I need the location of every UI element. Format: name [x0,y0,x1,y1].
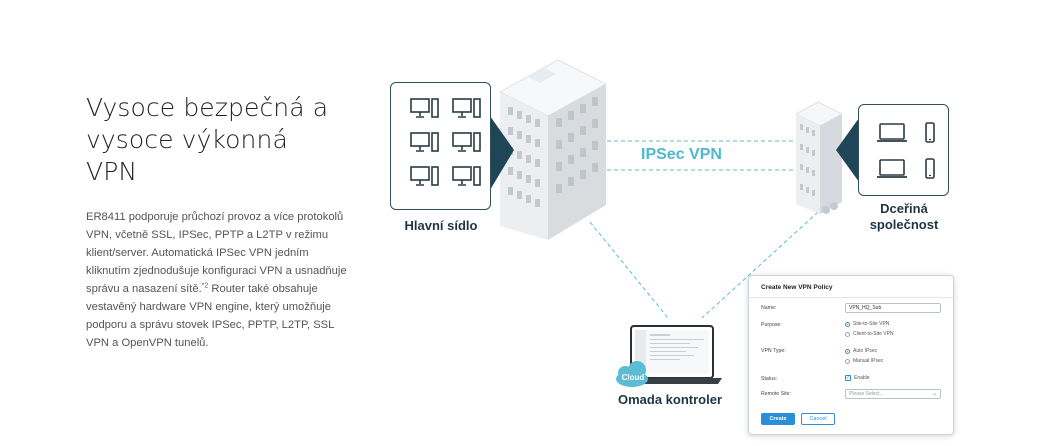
purpose-client-to-site-option[interactable]: Client-to-Site VPN [845,331,894,337]
dialog-divider [749,297,953,298]
ipsec-vpn-label: IPSec VPN [641,146,722,163]
cancel-button[interactable]: Cancel [801,413,835,425]
dialog-title: Create New VPN Policy [761,284,833,291]
branch-panel-pointer [836,118,859,182]
vpn-type-auto-option[interactable]: Auto IPsec [845,348,877,354]
radio-selected-icon [845,321,850,327]
vpn-type-manual-option[interactable]: Manual IPsec [845,358,883,364]
hq-to-controller-line [589,221,669,319]
purpose-site-to-site-option[interactable]: Site-to-Site VPN [845,321,889,327]
radio-icon [845,358,850,364]
branch-building-icon [794,101,844,214]
description: ER8411 podporuje průchozí provoz a více … [86,208,348,352]
hq-label: Hlavní sídlo [404,218,478,233]
laptop-icon [622,325,722,384]
description-part-2: Router také obsahuje vestavěný hardware … [86,283,334,349]
hq-panel-pointer [490,116,514,190]
laptop-icon [873,121,911,145]
vpn-connection-lines [589,140,819,319]
branch-devices-panel [858,104,949,196]
branch-to-controller-line [701,211,819,319]
cloud-label: Cloud [621,373,645,382]
status-label: Status: [761,376,778,382]
controller-label: Omada kontroler [617,392,723,407]
purpose-option-2-label: Client-to-Site VPN [853,331,894,337]
description-part-1: ER8411 podporuje průchozí provoz a více … [86,211,347,295]
branch-label-line-1: Dceřiná [880,201,928,216]
vpn-type-option-2-label: Manual IPsec [853,358,884,364]
headline: Vysoce bezpečná a vysoce výkonná VPN [86,93,329,186]
remote-site-label: Remote Site: [761,391,791,397]
hq-building-icon [498,59,608,240]
remote-site-select[interactable]: Please Select... ⌄ [845,389,941,399]
hq-devices-panel [390,82,491,210]
purpose-label: Purpose: [761,322,782,328]
phone-icon [917,157,943,181]
status-value: Enable [854,375,870,381]
branch-label: Dceřiná společnost [862,201,946,233]
laptop-icon [873,157,911,181]
status-enable-checkbox[interactable]: ✓Enable [845,375,870,381]
name-field[interactable]: VPN_HQ_Sub [845,303,941,313]
radio-icon [845,331,850,337]
name-label: Name: [761,305,777,311]
cloud-icon [616,361,648,387]
branch-label-line-2: společnost [869,217,939,232]
vpn-type-option-1-label: Auto IPsec [853,348,878,354]
desktop-icon [406,131,444,155]
desktop-icon [448,97,486,121]
purpose-option-1-label: Site-to-Site VPN [853,321,890,327]
desktop-icon [448,165,486,189]
create-button[interactable]: Create [761,413,795,425]
remote-site-placeholder: Please Select... [849,391,884,397]
checkmark-icon: ✓ [845,375,851,381]
desktop-icon [448,131,486,155]
vpn-type-label: VPN Type: [761,348,786,354]
desktop-icon [406,97,444,121]
radio-selected-icon [845,348,850,354]
chevron-down-icon: ⌄ [931,391,937,397]
footnote-ref: *2 [201,282,209,290]
create-vpn-policy-dialog: Create New VPN Policy Name: VPN_HQ_Sub P… [748,275,954,435]
phone-icon [917,121,943,145]
desktop-icon [406,165,444,189]
